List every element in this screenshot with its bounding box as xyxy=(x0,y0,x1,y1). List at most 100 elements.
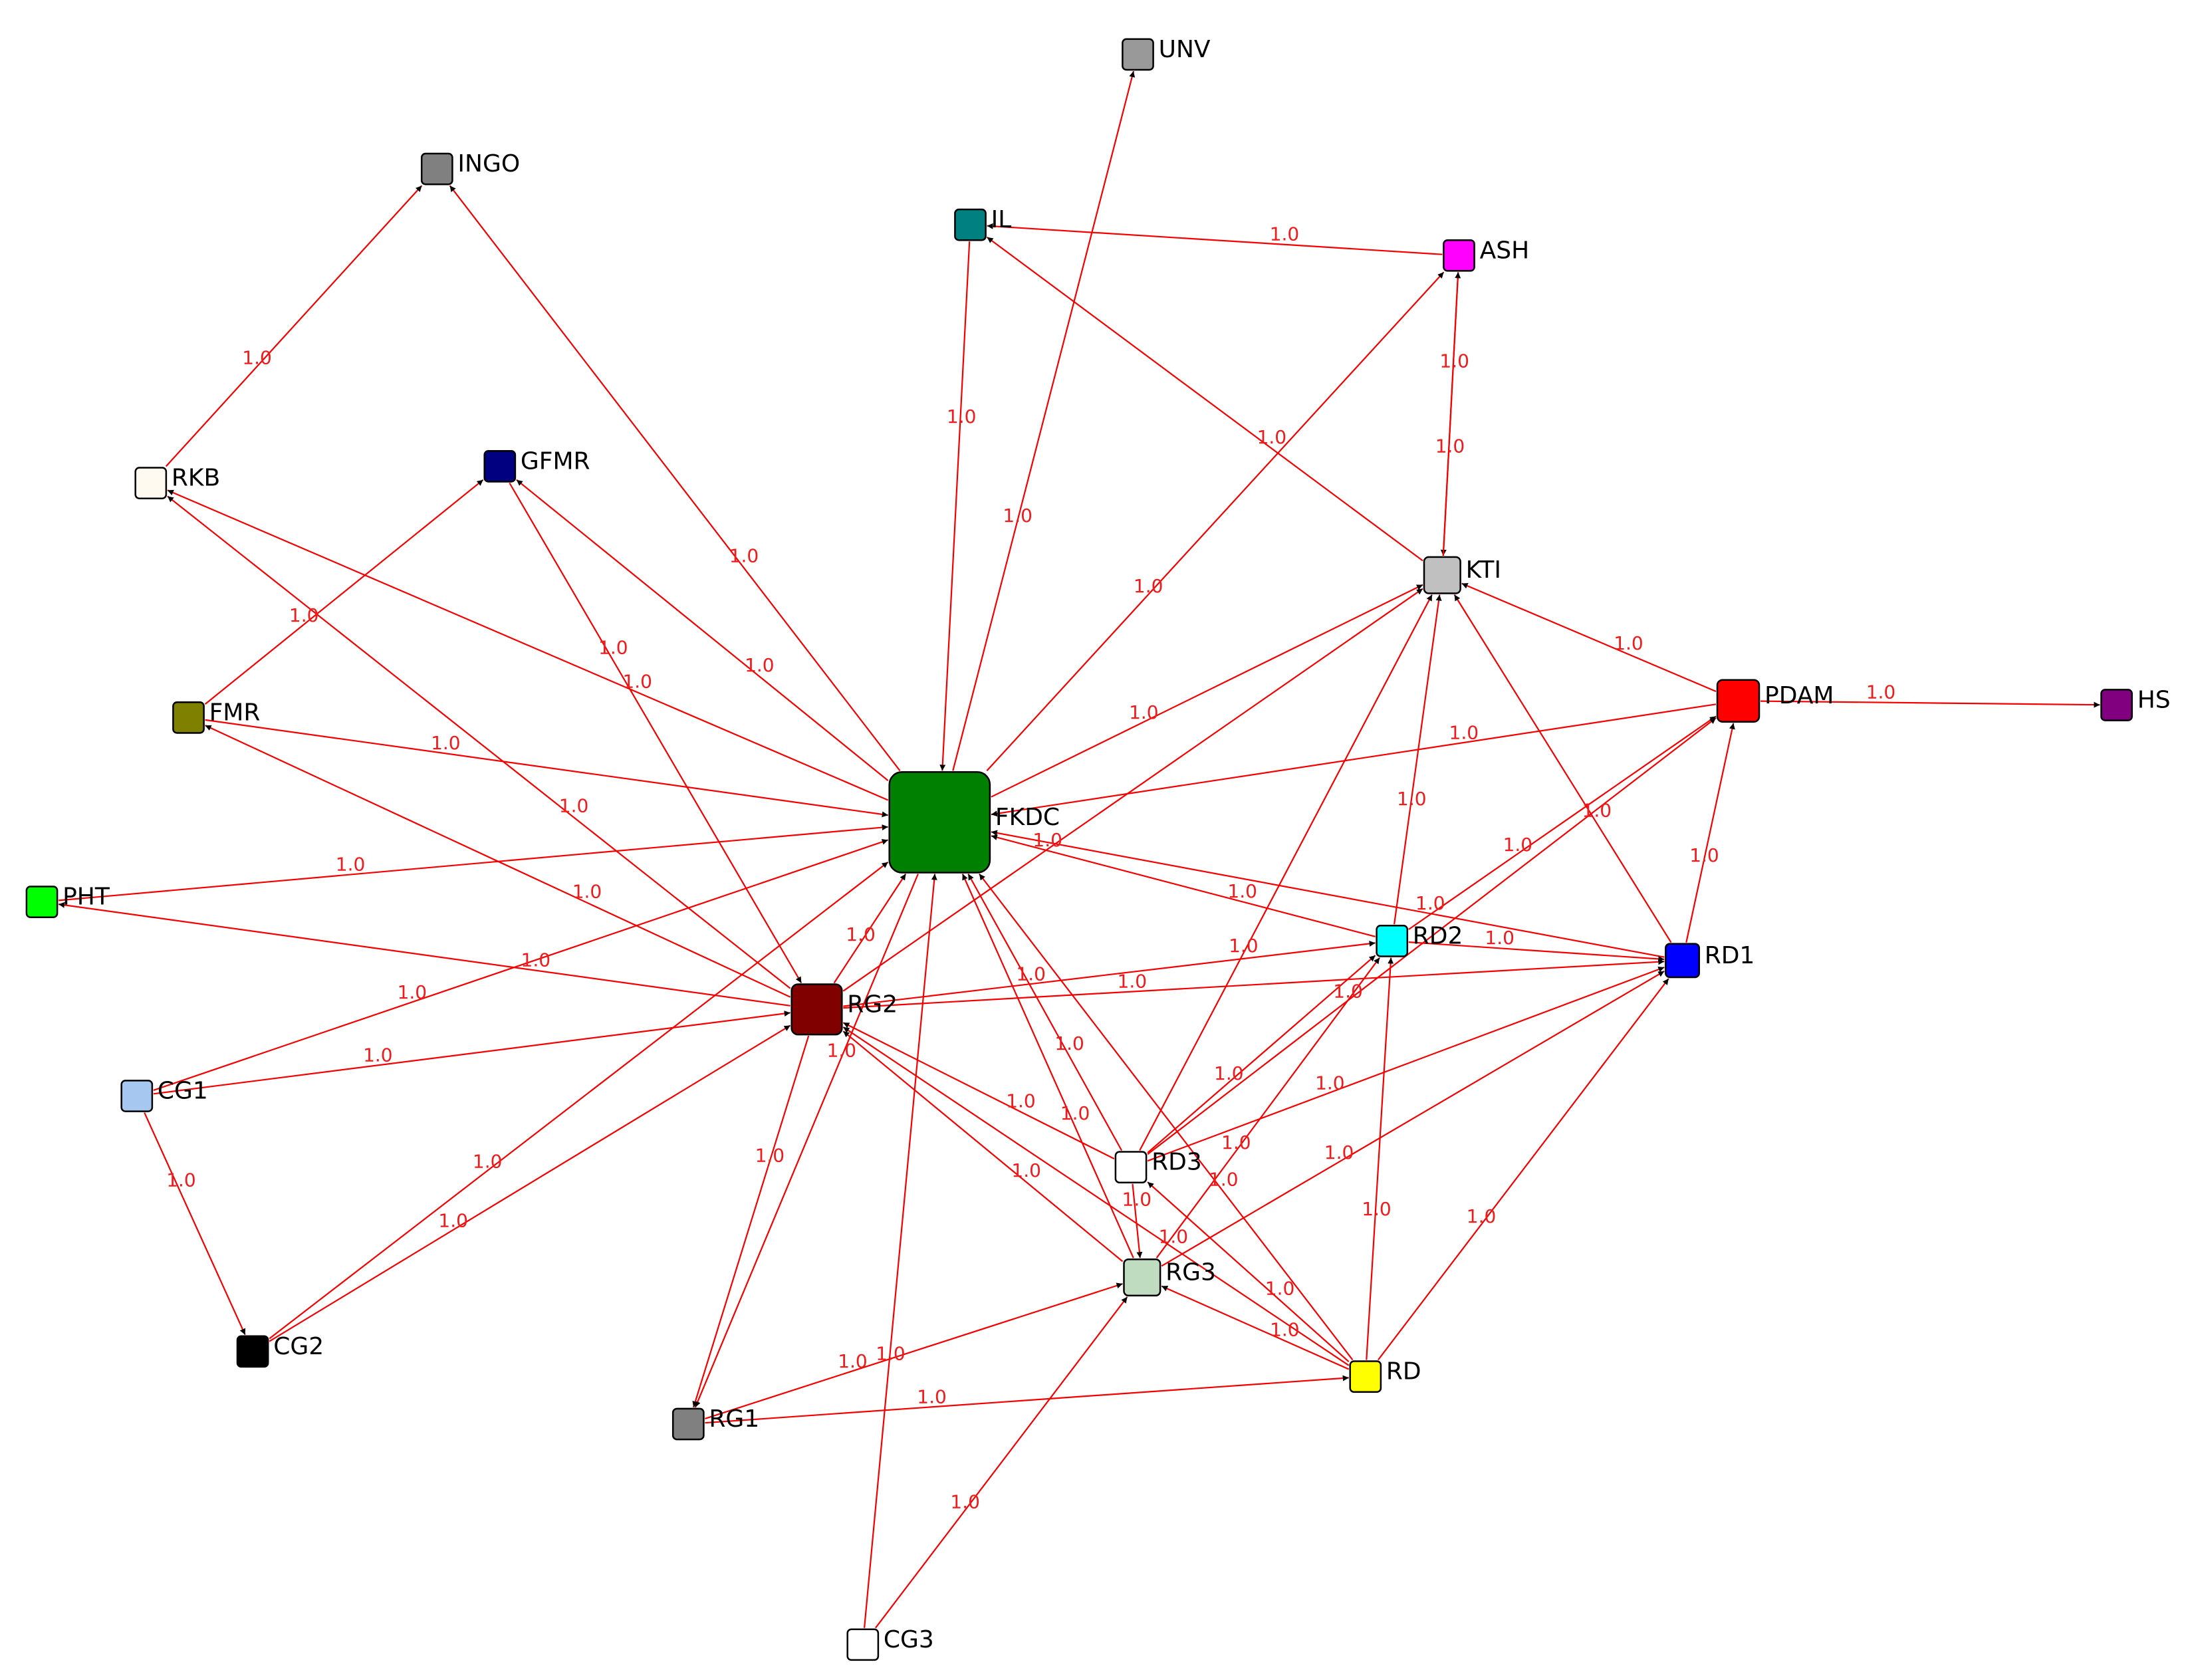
node-box-rg1[interactable] xyxy=(671,1407,705,1441)
edge-rd-rd2 xyxy=(1366,957,1394,1360)
node-label-ingo: INGO xyxy=(457,150,520,178)
edge-weight-label: 1.0 xyxy=(950,1491,980,1512)
node-box-rg3[interactable] xyxy=(1123,1258,1161,1297)
node-box-rd3[interactable] xyxy=(1114,1151,1148,1183)
edge-weight-label: 1.0 xyxy=(846,923,876,945)
node-cg3[interactable]: CG3 xyxy=(846,1626,934,1661)
node-label-rd2: RD2 xyxy=(1413,922,1463,949)
edge-weight-label: 1.0 xyxy=(729,544,759,566)
node-box-rd[interactable] xyxy=(1349,1360,1382,1393)
node-pht[interactable]: PHT xyxy=(25,884,110,918)
node-label-cg3: CG3 xyxy=(884,1626,934,1653)
node-rd1[interactable]: RD1 xyxy=(1665,942,1755,979)
edge-weight-label: 1.0 xyxy=(1866,681,1896,703)
edge-fkdc-rg1 xyxy=(694,874,919,1408)
node-rd2[interactable]: RD2 xyxy=(1376,922,1463,957)
edge-weight-label: 1.0 xyxy=(1229,935,1259,957)
node-rg2[interactable]: RG2 xyxy=(790,983,898,1036)
edge-weight-label: 1.0 xyxy=(1397,788,1427,810)
edge-weight-label: 1.0 xyxy=(521,949,551,971)
node-label-rd1: RD1 xyxy=(1705,942,1755,969)
node-ingo[interactable]: INGO xyxy=(420,150,520,185)
node-box-il[interactable] xyxy=(954,208,987,241)
node-cg1[interactable]: CG1 xyxy=(120,1078,208,1112)
node-box-fkdc[interactable] xyxy=(888,771,991,874)
node-rg3[interactable]: RG3 xyxy=(1123,1258,1216,1297)
node-box-ingo[interactable] xyxy=(420,152,453,185)
node-box-cg2[interactable] xyxy=(236,1335,269,1368)
node-fmr[interactable]: FMR xyxy=(172,699,260,734)
node-label-hs: HS xyxy=(2137,687,2171,714)
node-fkdc[interactable]: FKDC xyxy=(888,771,1060,874)
edge-weight-label: 1.0 xyxy=(1016,963,1046,985)
edge-kti-il xyxy=(986,236,1423,562)
edge-rg1-rg3 xyxy=(705,1282,1123,1419)
edge-rg3-fkdc xyxy=(961,874,1134,1259)
edge-weight-label: 1.0 xyxy=(1060,1102,1090,1124)
node-kti[interactable]: KTI xyxy=(1423,556,1501,594)
edge-rd3-kti xyxy=(1139,594,1433,1151)
edge-kti-ash xyxy=(1442,272,1461,556)
edge-weight-label: 1.0 xyxy=(1221,1132,1251,1153)
edge-weight-label: 1.0 xyxy=(1122,1189,1152,1211)
node-box-rg2[interactable] xyxy=(790,983,843,1036)
node-unv[interactable]: UNV xyxy=(1122,36,1211,71)
node-rg1[interactable]: RG1 xyxy=(671,1405,759,1441)
edge-rd3-rg2 xyxy=(842,1022,1115,1159)
node-gfmr[interactable]: GFMR xyxy=(483,447,590,483)
node-box-hs[interactable] xyxy=(2100,689,2133,721)
edge-weight-label: 1.0 xyxy=(838,1350,868,1372)
edge-rg2-rd2 xyxy=(843,940,1376,1007)
edge-rd1-kti xyxy=(1453,594,1672,943)
node-box-gfmr[interactable] xyxy=(483,450,517,483)
nodes-layer: UNV INGO IL ASH RKB GFMR KTI FMR PDAM HS FKDC PHT RD… xyxy=(25,36,2171,1661)
edge-weight-label: 1.0 xyxy=(1003,505,1033,527)
node-box-cg3[interactable] xyxy=(846,1628,880,1661)
node-cg2[interactable]: CG2 xyxy=(236,1333,324,1368)
edge-rg2-rd1 xyxy=(843,959,1665,1009)
node-box-pht[interactable] xyxy=(25,886,59,918)
edge-weight-label: 1.0 xyxy=(917,1386,947,1408)
edge-rd3-fkdc xyxy=(967,873,1123,1151)
edge-rg1-rd xyxy=(705,1375,1349,1424)
node-box-unv[interactable] xyxy=(1122,38,1154,71)
node-box-cg1[interactable] xyxy=(120,1080,154,1112)
edge-weight-label: 1.0 xyxy=(1485,927,1515,949)
edge-weight-label: 1.0 xyxy=(1503,834,1533,856)
edge-weight-label: 1.0 xyxy=(1006,1090,1036,1112)
edge-fmr-fkdc xyxy=(205,719,888,818)
node-box-fmr[interactable] xyxy=(172,701,205,734)
edge-weight-label: 1.0 xyxy=(1435,435,1465,457)
edge-weight-label: 1.0 xyxy=(1257,426,1287,448)
node-il[interactable]: IL xyxy=(954,206,1011,241)
edge-fkdc-rkb xyxy=(167,489,889,801)
node-rd3[interactable]: RD3 xyxy=(1114,1149,1202,1183)
edge-weight-label: 1.0 xyxy=(1227,880,1257,902)
edge-weight-label: 1.0 xyxy=(1270,223,1300,245)
edge-weight-label: 1.0 xyxy=(1439,350,1469,372)
node-box-ash[interactable] xyxy=(1443,239,1475,272)
node-hs[interactable]: HS xyxy=(2100,687,2171,721)
edge-weight-label: 1.0 xyxy=(745,654,775,676)
node-rd[interactable]: RD xyxy=(1349,1358,1421,1393)
node-rkb[interactable]: RKB xyxy=(134,465,221,499)
node-ash[interactable]: ASH xyxy=(1443,237,1530,272)
node-label-cg1: CG1 xyxy=(158,1078,208,1105)
edges-layer xyxy=(58,70,2100,1629)
node-label-pht: PHT xyxy=(62,884,110,911)
node-box-kti[interactable] xyxy=(1423,556,1461,594)
node-box-rd2[interactable] xyxy=(1376,925,1409,957)
node-label-ash: ASH xyxy=(1480,237,1530,264)
node-box-pdam[interactable] xyxy=(1716,679,1761,723)
node-label-rg3: RG3 xyxy=(1165,1259,1216,1286)
edge-gfmr-rg2 xyxy=(509,482,802,984)
edge-cg1-fkdc xyxy=(153,839,889,1091)
edge-rkb-ingo xyxy=(165,185,423,467)
edge-weight-label: 1.0 xyxy=(755,1145,785,1167)
node-box-rkb[interactable] xyxy=(134,467,168,499)
node-box-rd1[interactable] xyxy=(1665,943,1700,979)
edge-rd3-rd1 xyxy=(1147,966,1665,1162)
node-pdam[interactable]: PDAM xyxy=(1716,679,1834,723)
edge-weight-label: 1.0 xyxy=(1333,981,1363,1003)
